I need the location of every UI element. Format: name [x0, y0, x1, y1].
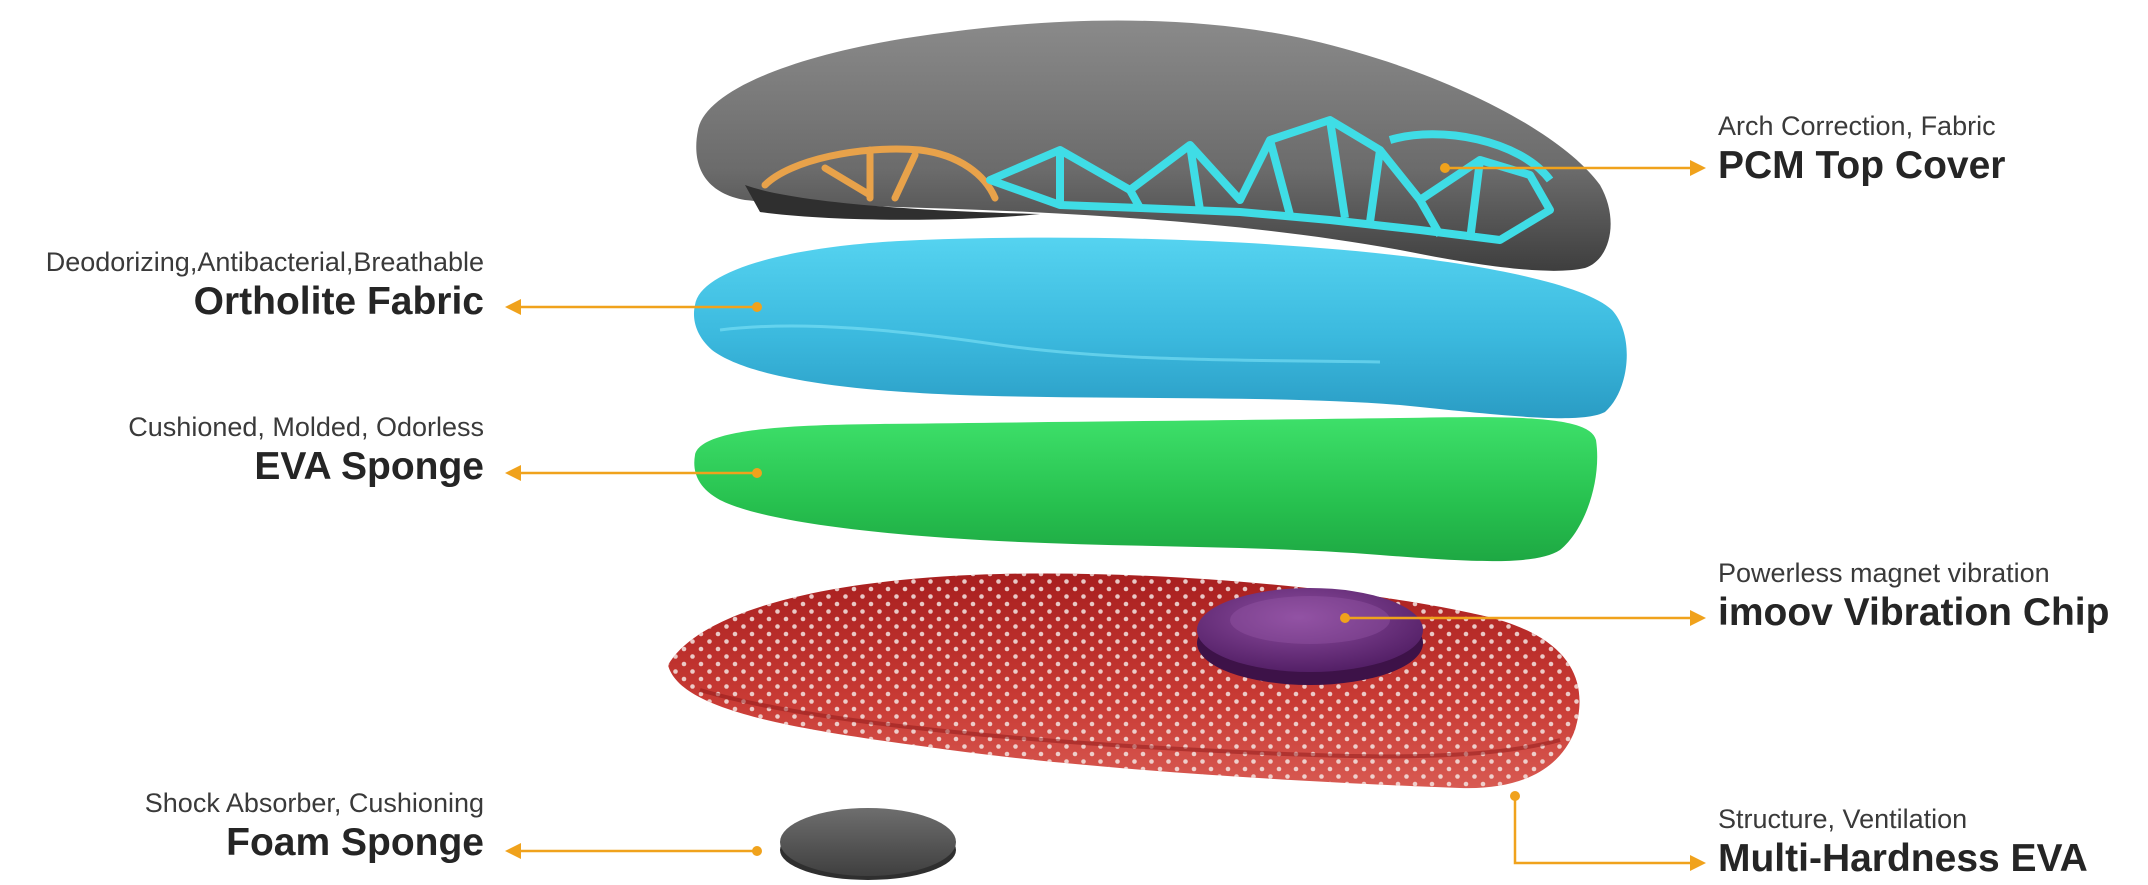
multi-hardness-eva-layer	[660, 560, 1600, 800]
label-title: Ortholite Fabric	[0, 278, 484, 326]
leader-dot-ortholite	[752, 302, 762, 312]
label-ortholite-fabric: Deodorizing,Antibacterial,Breathable Ort…	[0, 246, 484, 326]
label-title: imoov Vibration Chip	[1718, 589, 2148, 637]
label-title: EVA Sponge	[0, 443, 484, 491]
label-subtitle: Arch Correction, Fabric	[1718, 110, 2148, 142]
label-subtitle: Cushioned, Molded, Odorless	[0, 411, 484, 443]
arrow-head-eva-sponge	[505, 465, 521, 481]
leader-multi-hardness	[1515, 796, 1692, 863]
leader-dot-eva-sponge	[752, 468, 762, 478]
label-title: Foam Sponge	[0, 819, 484, 867]
arrow-head-top-cover	[1690, 160, 1706, 176]
label-title: PCM Top Cover	[1718, 142, 2148, 190]
label-subtitle: Deodorizing,Antibacterial,Breathable	[0, 246, 484, 278]
label-title: Multi-Hardness EVA	[1718, 835, 2148, 883]
label-pcm-top-cover: Arch Correction, Fabric PCM Top Cover	[1718, 110, 2148, 190]
vibration-chip	[1197, 588, 1423, 685]
arrow-head-foam-sponge	[505, 843, 521, 859]
leader-dot-top-cover	[1440, 163, 1450, 173]
arrow-head-ortholite	[505, 299, 521, 315]
eva-sponge-layer	[694, 417, 1597, 561]
label-foam-sponge: Shock Absorber, Cushioning Foam Sponge	[0, 787, 484, 867]
arrow-head-multi-hardness	[1690, 855, 1706, 871]
leader-dot-multi-hardness	[1510, 791, 1520, 801]
foam-sponge-piece	[780, 808, 956, 880]
label-vibration-chip: Powerless magnet vibration imoov Vibrati…	[1718, 557, 2148, 637]
label-multi-hardness-eva: Structure, Ventilation Multi-Hardness EV…	[1718, 803, 2148, 883]
arrow-head-vibration-chip	[1690, 610, 1706, 626]
label-eva-sponge: Cushioned, Molded, Odorless EVA Sponge	[0, 411, 484, 491]
leader-dot-vibration-chip	[1340, 613, 1350, 623]
pcm-top-cover-layer	[696, 21, 1610, 271]
label-subtitle: Structure, Ventilation	[1718, 803, 2148, 835]
leader-dot-foam-sponge	[752, 846, 762, 856]
label-subtitle: Shock Absorber, Cushioning	[0, 787, 484, 819]
label-subtitle: Powerless magnet vibration	[1718, 557, 2148, 589]
